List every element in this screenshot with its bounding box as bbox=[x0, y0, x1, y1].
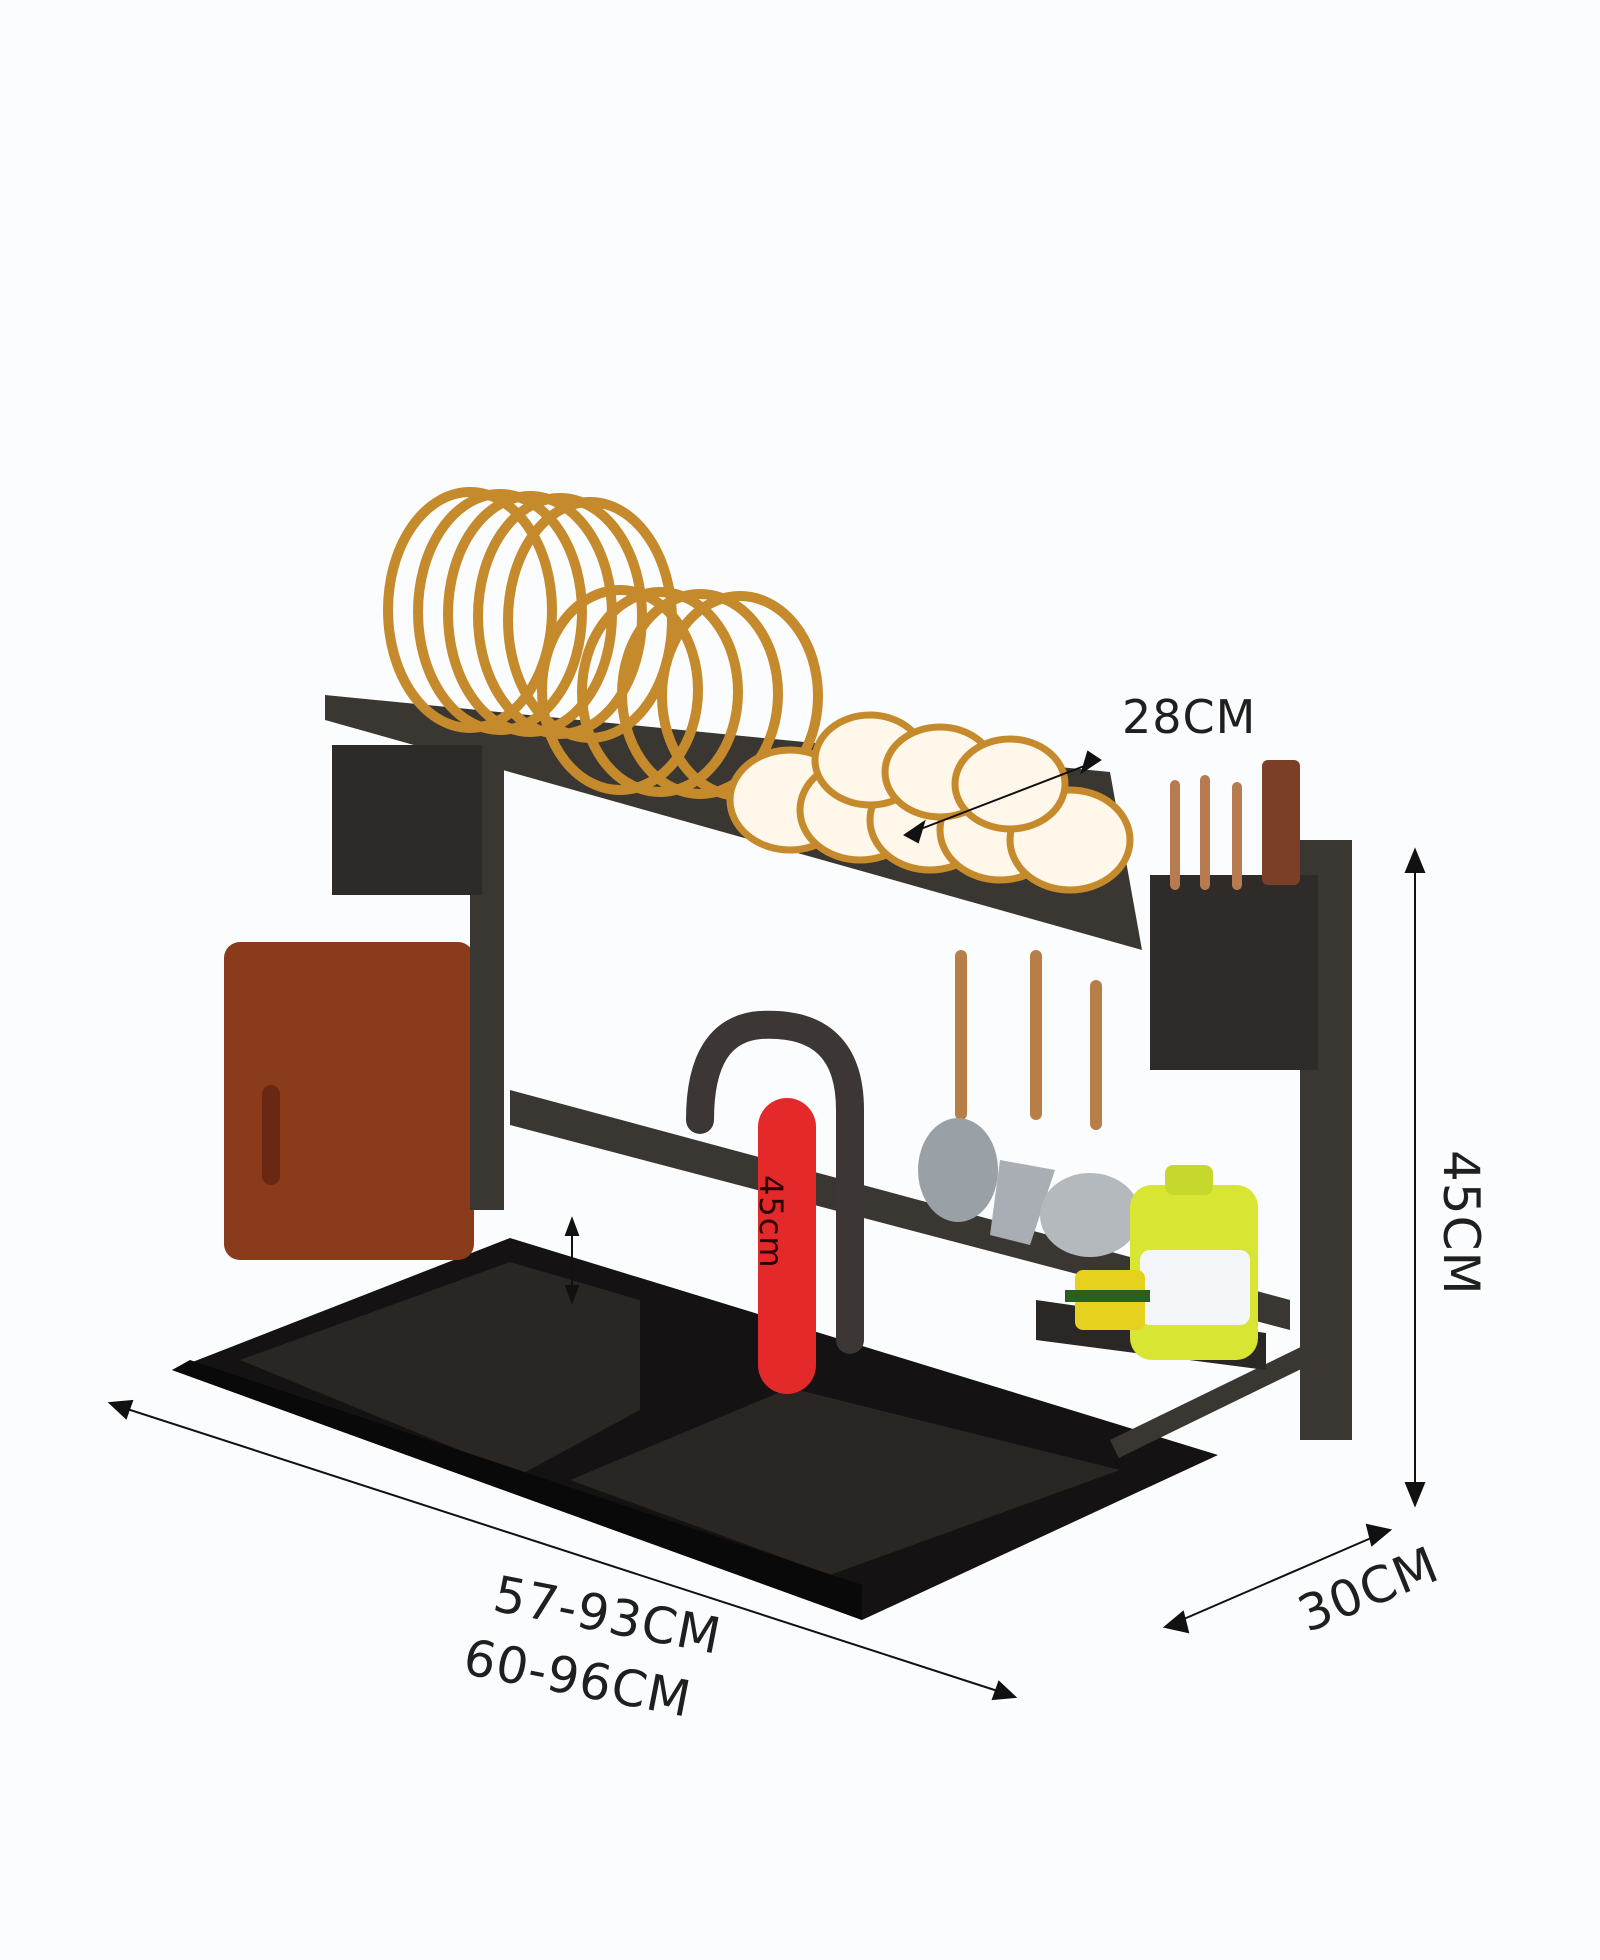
faucet-clearance-bar bbox=[758, 1098, 816, 1394]
faucet-clearance-label: 45cm bbox=[752, 1175, 790, 1269]
double-sink bbox=[172, 1238, 1218, 1620]
cutlery-in-holder bbox=[1170, 760, 1300, 890]
faucet bbox=[686, 1010, 864, 1354]
height-label: 45CM bbox=[1432, 1150, 1490, 1296]
plates bbox=[383, 487, 823, 801]
sponges bbox=[1065, 1270, 1150, 1330]
dimension-lines bbox=[107, 750, 1426, 1701]
hanging-ladles bbox=[918, 950, 1140, 1257]
cutting-board bbox=[224, 942, 474, 1260]
bowls bbox=[726, 711, 1134, 894]
detergent-bottle bbox=[1130, 1165, 1258, 1360]
depth-top-label: 28CM bbox=[1122, 690, 1257, 744]
